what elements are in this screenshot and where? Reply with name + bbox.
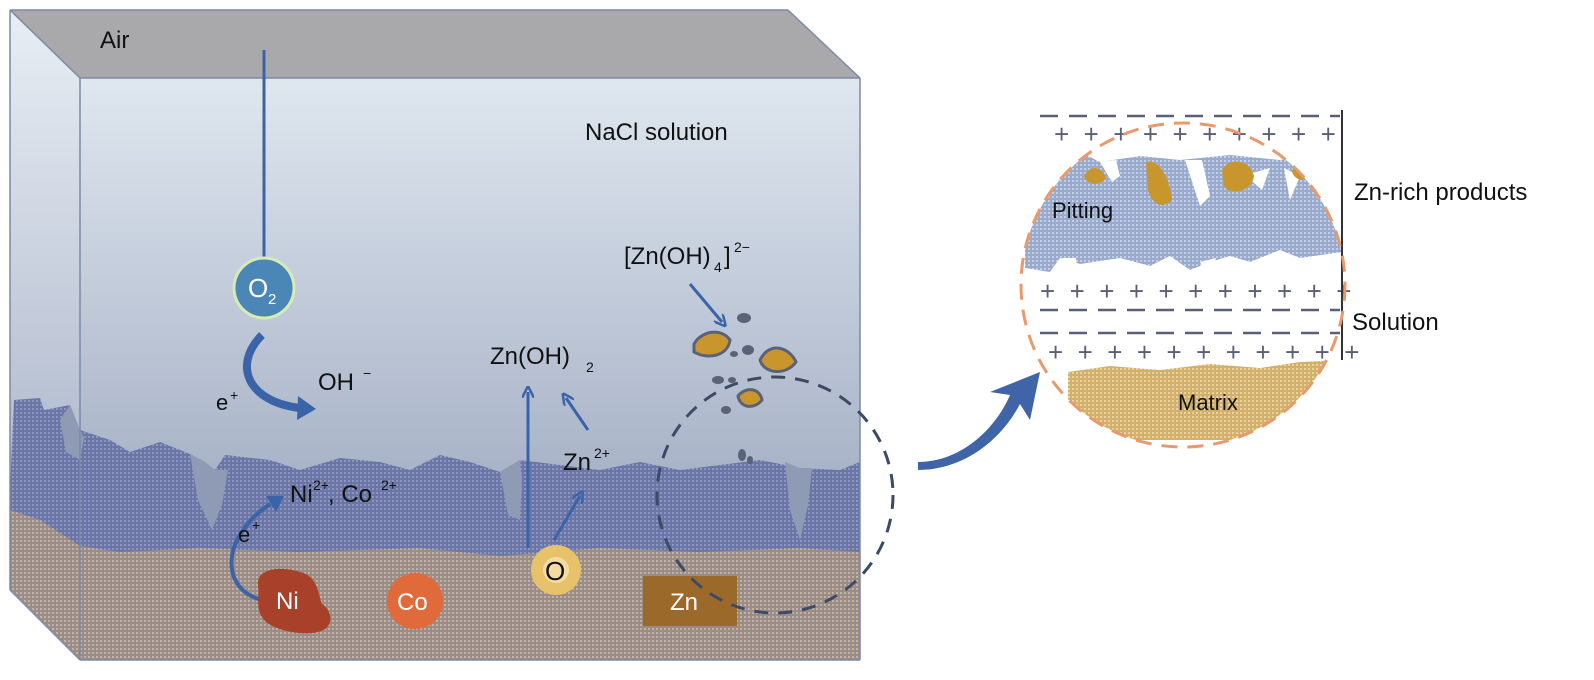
corrosion-particles	[692, 313, 798, 464]
svg-text:+ + + + + + + + + +: + + + + + + + + + + +	[1040, 276, 1352, 306]
box-edge-side-top	[9, 9, 81, 79]
co-ion-sup: 2+	[381, 477, 397, 493]
nacl-solution-label: NaCl solution	[585, 119, 728, 146]
co-particle	[387, 573, 443, 629]
hydroxide-label: OH	[318, 369, 354, 396]
solution-label: Solution	[1352, 309, 1439, 336]
air-region	[10, 10, 860, 78]
inset-border-circle	[1019, 121, 1347, 449]
air-label: Air	[100, 27, 129, 54]
zn-rich-products-label: Zn-rich products	[1354, 179, 1527, 206]
ni-oxidation-arrow	[229, 502, 272, 602]
zn-ion-arrow	[552, 496, 580, 541]
zincate-label: [Zn(OH)	[624, 243, 711, 270]
box-edge-back-right	[787, 9, 861, 79]
ni-ion-sup: 2+	[313, 477, 329, 493]
pit-2	[500, 460, 522, 520]
zn-ion-sup: 2+	[594, 445, 610, 461]
zincate-label-bracket: ]	[724, 243, 731, 270]
ni-ion-label: Ni	[290, 481, 313, 508]
svg-text:+ + + + + + + + + +: + + + + + + + + + +	[1054, 119, 1336, 149]
zn-ion-to-znoh2-arrow	[566, 398, 590, 431]
znoh2-label: Zn(OH)	[490, 343, 570, 370]
pit-3	[785, 462, 812, 540]
ni-oxidation-arrowhead	[266, 496, 284, 512]
co-particle-label: Co	[397, 589, 428, 616]
electron-label-2: e	[238, 522, 250, 547]
o2-reduction-arrowhead	[297, 396, 316, 420]
o-particle: O	[531, 545, 581, 595]
pitting-label: Pitting	[1052, 198, 1113, 223]
inset-magnified-view	[1021, 123, 1345, 447]
ni-particle	[257, 568, 331, 634]
co-ion-label: , Co	[328, 481, 372, 508]
matrix-label: Matrix	[1178, 390, 1238, 415]
zn-phase-label: Zn	[670, 589, 698, 616]
electron-label-2-sup: +	[252, 517, 260, 533]
corrosion-product-layer	[10, 398, 860, 556]
zoom-arrow	[918, 372, 1040, 470]
pit-4	[60, 405, 84, 460]
zincate-arrow	[688, 283, 722, 322]
ni-particle-label: Ni	[276, 588, 299, 615]
magnified-region-circle	[655, 375, 895, 615]
svg-text:O: O	[545, 556, 565, 586]
zn-ion-label: Zn	[563, 449, 591, 476]
svg-text:O: O	[248, 273, 268, 303]
box-edge-side-bottom	[9, 589, 81, 661]
pit-1	[190, 454, 228, 530]
zincate-label-sub: 4	[714, 259, 722, 275]
hydroxide-label-sup: −	[363, 365, 371, 381]
svg-text:+ + + + + + + + + +: + + + + + + + + + + +	[1048, 337, 1360, 367]
o2-reduction-arrow	[242, 332, 301, 412]
znoh2-label-sub: 2	[586, 359, 594, 375]
electron-label-1: e	[216, 390, 228, 415]
o2-molecule: O 2	[232, 256, 296, 320]
zincate-label-sup: 2−	[734, 239, 750, 255]
svg-text:2: 2	[268, 291, 276, 308]
electron-label-1-sup: +	[230, 387, 238, 403]
